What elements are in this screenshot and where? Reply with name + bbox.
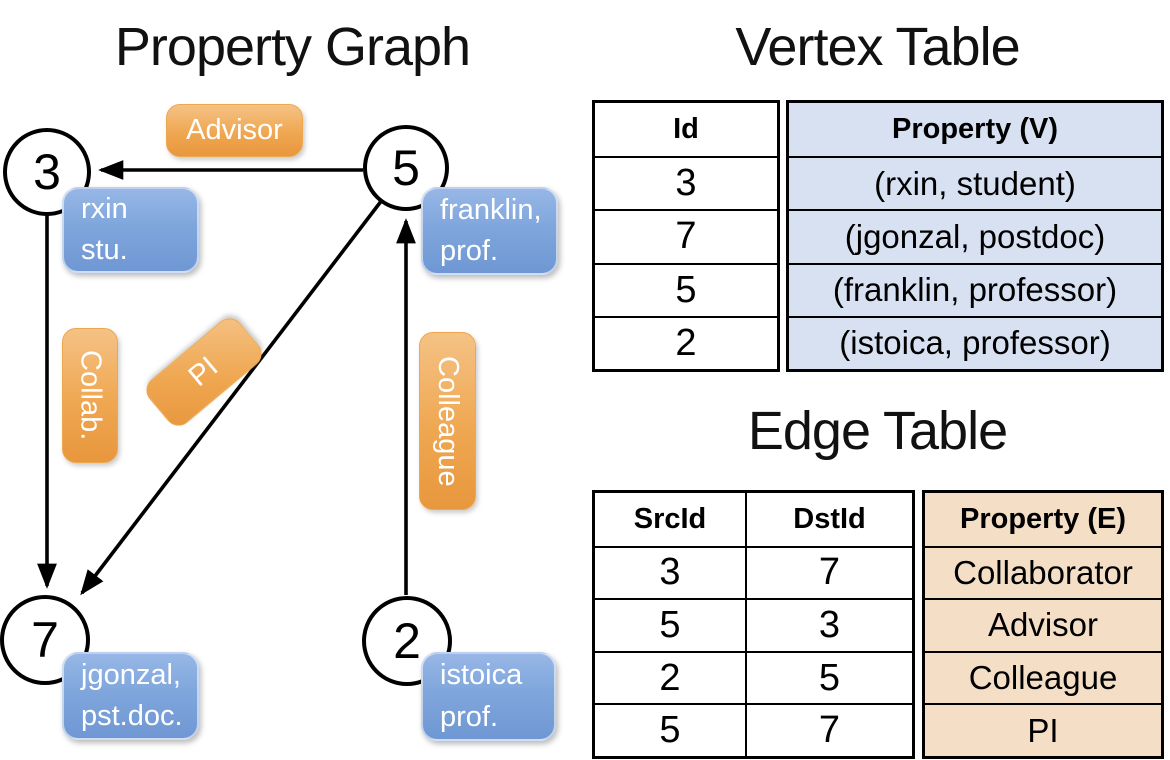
vertex-table-cell: 2 (595, 315, 777, 369)
vertex-property-line: istoica (440, 659, 523, 692)
vertex-property-line: prof. (440, 700, 499, 733)
vertex-table-id-column: Id 3 7 5 2 (592, 100, 780, 372)
vertex-table-cell: 3 (595, 156, 777, 209)
edge-table-header-dstid: DstId (745, 493, 912, 546)
edge-table-cell: 5 (745, 650, 912, 704)
vertex-table-cell: (istoica, professor) (789, 315, 1161, 369)
edge-table-cell: PI (925, 703, 1161, 756)
vertex-property-line: franklin, (440, 193, 542, 226)
edge-table-cell: 5 (595, 703, 745, 756)
vertex-id-label: 7 (31, 612, 59, 668)
edge-label-text: Collab. (74, 350, 107, 441)
edge-table-cell: 7 (745, 545, 912, 599)
edge-table-header-property: Property (E) (925, 493, 1161, 546)
edge-label-text: PI (182, 350, 225, 393)
vertex-table-header-id: Id (673, 113, 699, 146)
vertex-circle-5: 5 (363, 125, 449, 211)
vertex-property-line: prof. (440, 235, 499, 267)
vertex-table-title: Vertex Table (735, 17, 1020, 77)
edge-arrow-5-to-7 (80, 198, 384, 596)
edge-label-text: Advisor (186, 114, 283, 146)
vertex-table-header-property: Property (V) (789, 103, 1161, 157)
vertex-id-label: 5 (392, 140, 420, 196)
vertex-table-cell: 7 (595, 209, 777, 262)
edge-table-cell: Colleague (925, 650, 1161, 704)
edge-label-advisor: Advisor (166, 104, 303, 157)
edge-table-id-columns: SrcId DstId 3 7 5 3 2 5 5 7 (592, 490, 915, 759)
vertex-table-cell: (franklin, professor) (789, 262, 1161, 316)
vertex-id-label: 3 (33, 144, 61, 200)
vertex-property-line: jgonzal, (81, 658, 181, 691)
vertex-id-label: 2 (393, 613, 421, 669)
vertex-property-line: stu. (81, 234, 128, 266)
vertex-circle-2: 2 (362, 596, 452, 686)
edge-table-title: Edge Table (747, 401, 1008, 461)
vertex-property-box-franklin: franklin, prof. (421, 187, 558, 275)
vertex-table-cell: (rxin, student) (789, 156, 1161, 210)
edge-table-property-column: Property (E) Collaborator Advisor Collea… (922, 490, 1164, 759)
edge-table-cell: Collaborator (925, 545, 1161, 599)
edge-label-colleague: Colleague (419, 332, 476, 510)
edge-table-cell: Advisor (925, 598, 1161, 651)
vertex-property-line: pst.doc. (81, 700, 183, 732)
vertex-property-box-istoica: istoica prof. (421, 652, 556, 741)
edge-table-cell: 3 (745, 598, 912, 651)
vertex-table-cell: 5 (595, 262, 777, 316)
vertex-table-cell: (jgonzal, postdoc) (789, 209, 1161, 263)
vertex-property-line: rxin (81, 192, 128, 225)
edge-label-text: Colleague (432, 355, 464, 487)
vertex-property-box-jgonzal: jgonzal, pst.doc. (62, 652, 199, 740)
edge-table-cell: 3 (595, 545, 745, 599)
edge-table-cell: 5 (595, 598, 745, 651)
edge-table-cell: 2 (595, 650, 745, 704)
vertex-property-box-rxin: rxin stu. (62, 187, 199, 273)
edge-table-header-srcid: SrcId (633, 502, 707, 535)
edge-table-cell: 7 (745, 703, 912, 756)
vertex-table-property-column: Property (V) (rxin, student) (jgonzal, p… (786, 100, 1164, 372)
edge-label-collaborator: Collab. (62, 328, 118, 463)
graph-edges-svg (37, 160, 416, 596)
property-graph-title: Property Graph (114, 17, 471, 77)
